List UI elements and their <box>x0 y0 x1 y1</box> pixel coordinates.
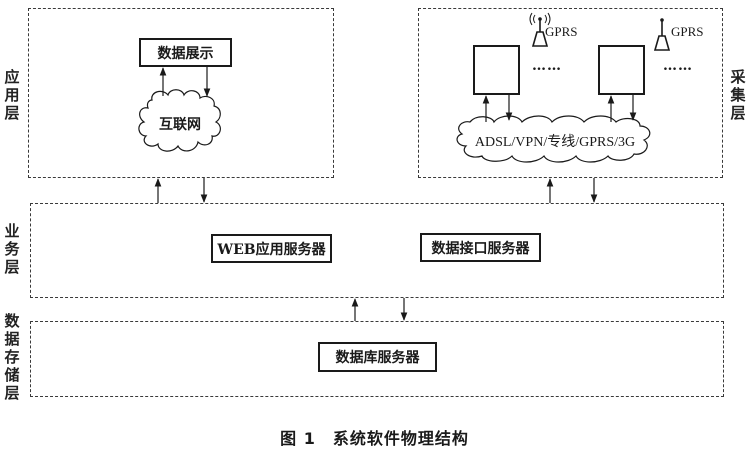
storage-layer-label: 数据存储层 <box>4 312 20 402</box>
side-label-char: 层 <box>4 258 20 276</box>
web-app-server-label: WEB应用服务器 <box>217 241 326 258</box>
side-label-char: 应 <box>4 68 20 86</box>
side-label-char: 用 <box>4 86 20 104</box>
collection-layer-label-text: 采集层 <box>730 68 746 122</box>
collection-layer-label: 采集层 <box>730 68 746 122</box>
data-display-label: 数据展示 <box>157 45 214 62</box>
database-server-box: 数据库服务器 <box>318 342 437 372</box>
side-label-char: 层 <box>4 384 20 402</box>
side-label-char: 数 <box>4 312 20 330</box>
figure-caption: 图 1 系统软件物理结构 <box>0 425 749 449</box>
side-label-char: 据 <box>4 330 20 348</box>
internet-label: 互联网 <box>140 114 220 134</box>
ellipsis-2: …… <box>663 58 693 74</box>
business-layer-box <box>30 203 724 298</box>
ellipsis-1-text: …… <box>532 58 562 74</box>
network-label-text: ADSL/VPN/专线/GPRS/3G <box>474 135 636 150</box>
gprs-label-1-text: GPRS <box>545 24 578 39</box>
business-layer-label-text: 业务层 <box>4 222 20 276</box>
collector-device-1 <box>473 45 520 95</box>
side-label-char: 储 <box>4 366 20 384</box>
storage-layer-label-text: 数据存储层 <box>4 312 20 402</box>
collection-layer-box <box>418 8 723 178</box>
side-label-char: 集 <box>730 86 746 104</box>
figure-caption-text: 图 1 系统软件物理结构 <box>280 429 469 448</box>
database-server-label: 数据库服务器 <box>335 350 420 366</box>
web-app-server-box: WEB应用服务器 <box>211 234 332 263</box>
application-layer-box <box>28 8 334 178</box>
side-label-char: 业 <box>4 222 20 240</box>
application-layer-label: 应用层 <box>4 68 20 122</box>
data-interface-server-box: 数据接口服务器 <box>420 233 541 262</box>
ellipsis-2-text: …… <box>663 58 693 74</box>
side-label-char: 采 <box>730 68 746 86</box>
gprs-label-1: GPRS <box>545 24 578 40</box>
side-label-char: 层 <box>730 104 746 122</box>
collector-device-2 <box>598 45 645 95</box>
ellipsis-1: …… <box>532 58 562 74</box>
network-label: ADSL/VPN/专线/GPRS/3G <box>462 131 648 151</box>
application-layer-label-text: 应用层 <box>4 68 20 122</box>
side-label-char: 务 <box>4 240 20 258</box>
side-label-char: 存 <box>4 348 20 366</box>
internet-label-text: 互联网 <box>159 117 201 133</box>
data-interface-server-label: 数据接口服务器 <box>431 240 530 257</box>
gprs-label-2-text: GPRS <box>671 24 704 39</box>
gprs-label-2: GPRS <box>671 24 704 40</box>
storage-layer-box <box>30 321 724 397</box>
business-layer-label: 业务层 <box>4 222 20 276</box>
side-label-char: 层 <box>4 104 20 122</box>
data-display-box: 数据展示 <box>139 38 232 67</box>
